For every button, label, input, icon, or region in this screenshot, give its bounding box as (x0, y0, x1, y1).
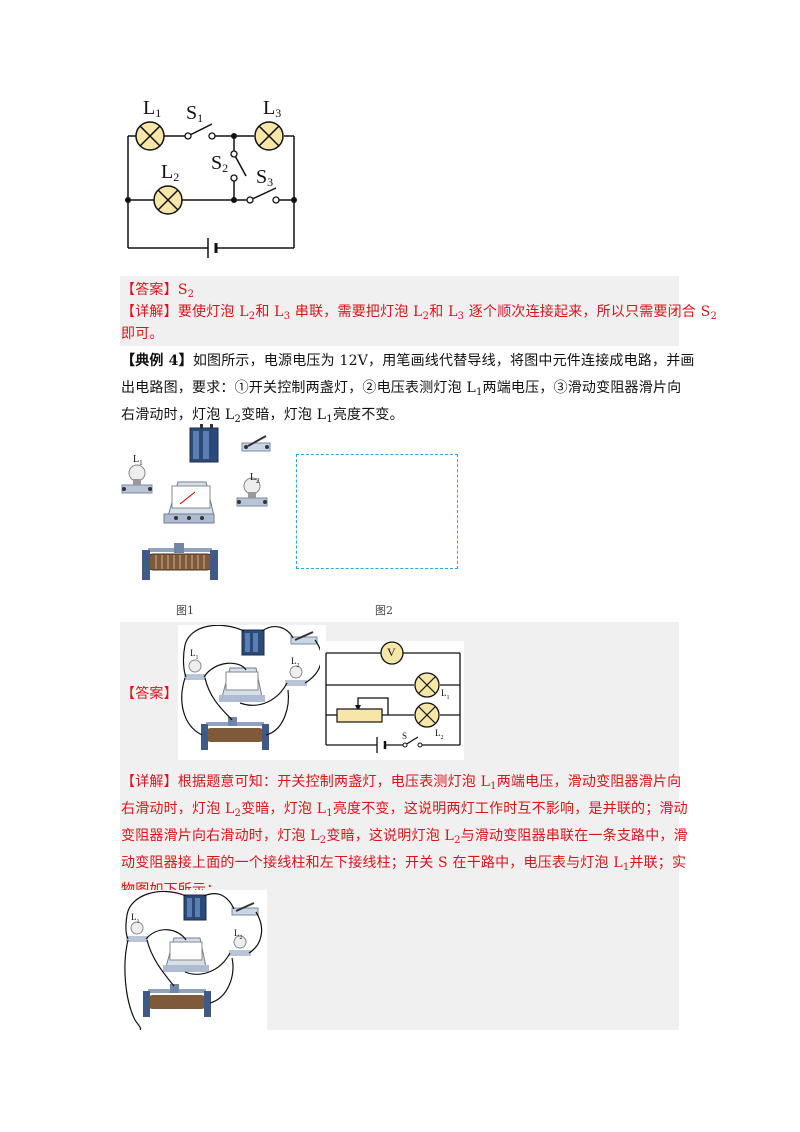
answer-fig-label-l2: L2 (291, 656, 300, 669)
bulb-symbol-l2 (153, 185, 183, 215)
switch-component (241, 435, 271, 452)
schematic-label-l1: L1 (441, 688, 450, 701)
example4-line-2: 出电路图，要求：①开关控制两盏灯，②电压表测灯泡 L1两端电压，③滑动变阻器滑片… (121, 380, 682, 398)
label-l2: L2 (161, 161, 180, 184)
answer-line-1: 【答案】S2 (121, 282, 195, 300)
answer-schematic (325, 641, 461, 753)
answer-fig-label-l1: L1 (190, 648, 199, 661)
answer-block-1 (120, 276, 679, 346)
circuit-diagram-1 (125, 121, 297, 258)
example4-line-1: 【典例 4】如图所示，电源电压为 12V，用笔画线代替导线，将图中元件连接成电路… (121, 353, 695, 369)
fig1-label-l2: L2 (250, 472, 260, 485)
figure1-components (121, 424, 271, 580)
final-fig-label-l1: L1 (131, 912, 140, 925)
final-fig-label-l2: L2 (234, 928, 243, 941)
battery-component (189, 424, 219, 463)
example4-bracket: 【典例 4】 (121, 353, 193, 369)
label-s3: S3 (256, 166, 274, 189)
bulb-symbol-l3 (254, 121, 284, 151)
figure2-drawing-area (296, 454, 458, 569)
answer-bracket-2: 【答案】 (121, 686, 178, 702)
schematic-label-s: S (402, 731, 408, 741)
answer-wiring-drawing (181, 625, 323, 750)
label-l3: L3 (263, 97, 282, 120)
example4-line-3: 右滑动时，灯泡 L2变暗，灯泡 L1亮度不变。 (121, 407, 404, 425)
bulb-component-l1 (121, 464, 153, 494)
voltmeter-component (163, 481, 215, 524)
detail-bracket: 【详解】 (121, 304, 178, 320)
bulb-component-l2 (236, 477, 268, 507)
detail-line-2: 即可。 (121, 326, 164, 342)
schematic-label-l2: L2 (435, 728, 444, 741)
label-s2: S2 (211, 152, 229, 175)
final-wiring-drawing (124, 890, 263, 1030)
detail2-bracket: 【详解】 (121, 774, 178, 790)
bulb-symbol-l1 (135, 121, 165, 151)
detail-line-1: 【详解】要使灯泡 L2和 L3 串联，需要把灯泡 L2和 L3 逐个顺次连接起来… (121, 304, 717, 322)
detail2-line-3: 变阻器滑片向右滑动时，灯泡 L2变暗，这说明灯泡 L2与滑动变阻器串联在一条支路… (121, 828, 688, 846)
detail2-line-1: 【详解】根据题意可知：开关控制两盏灯，电压表测灯泡 L1两端电压，滑动变阻器滑片… (121, 774, 682, 792)
label-s1: S1 (186, 102, 204, 125)
label-l1: L1 (143, 97, 162, 120)
detail2-line-2: 右滑动时，灯泡 L2变暗，灯泡 L1亮度不变，这说明两灯工作时互不影响，是并联的… (121, 801, 688, 819)
figure-caption-1: 图1 (176, 604, 194, 617)
figure-caption-2: 图2 (375, 604, 393, 617)
answer-bracket: 【答案】 (121, 282, 178, 298)
schematic-voltmeter-label: V (387, 645, 396, 659)
answer-value: S (177, 282, 188, 298)
rheostat-component (142, 543, 218, 580)
fig1-label-l1: L1 (133, 454, 143, 467)
detail2-line-4: 动变阻器接上面的一个接线柱和左下接线柱；开关 S 在干路中，电压表与灯泡 L1并… (121, 855, 687, 873)
